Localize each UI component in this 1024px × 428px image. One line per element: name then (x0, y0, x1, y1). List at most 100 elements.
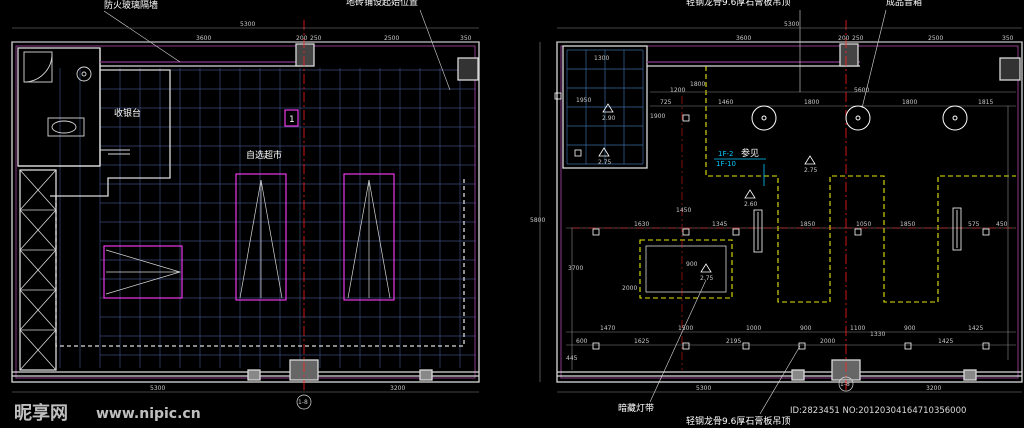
left-display-shelves (103, 109, 395, 301)
svg-text:1F-2: 1F-2 (718, 150, 733, 158)
svg-text:1450: 1450 (676, 207, 691, 214)
downlight-icon (854, 228, 862, 236)
cashier-label: 收银台 (114, 107, 141, 119)
supermarket-label: 自选超市 (246, 149, 282, 161)
ceiling2-label: 轻钢龙骨9.6厚石膏板吊顶 (686, 415, 790, 427)
svg-text:200: 200 (838, 35, 850, 42)
dim-top-5300: 5300 (240, 21, 255, 28)
svg-text:5300: 5300 (784, 21, 799, 28)
downlight-icon (554, 92, 562, 100)
watermark: 昵享网 www.nipic.cn ID:2823451 NO:201203041… (14, 402, 966, 424)
dim-top-350: 350 (460, 35, 472, 42)
tile-note-label: 地砖铺设起始位置 (346, 0, 418, 8)
level-275c: 2.75 (700, 275, 714, 282)
svg-text:参见: 参见 (741, 147, 759, 159)
svg-text:1500: 1500 (678, 325, 693, 332)
svg-text:3200: 3200 (926, 385, 941, 392)
svg-text:1345: 1345 (712, 221, 727, 228)
svg-text:445: 445 (566, 355, 578, 362)
left-top-dimensions: 5300 3600 200 250 2500 350 (12, 21, 479, 43)
svg-text:1425: 1425 (938, 338, 953, 345)
dim-bottom-3200: 3200 (390, 385, 405, 392)
ceiling-lights (751, 105, 968, 131)
svg-text:1200: 1200 (670, 87, 685, 94)
svg-text:1470: 1470 (600, 325, 615, 332)
svg-text:2500: 2500 (928, 35, 943, 42)
svg-text:725: 725 (660, 99, 672, 106)
downlight-icon (592, 228, 600, 236)
svg-text:1050: 1050 (856, 221, 871, 228)
light-trough-label: 暗藏灯带 (618, 402, 654, 414)
svg-text:1800: 1800 (804, 99, 819, 106)
left-section-mark: 1-8 (296, 394, 312, 410)
svg-text:250: 250 (852, 35, 864, 42)
left-shelf-lines (105, 179, 391, 299)
downlight-icon (798, 342, 806, 350)
svg-text:3700: 3700 (568, 265, 583, 272)
fire-glass-label: 防火玻璃隔墙 (104, 0, 158, 11)
svg-text:5300: 5300 (696, 385, 711, 392)
svg-text:1-8: 1-8 (298, 399, 308, 406)
downlight-icon (742, 342, 750, 350)
downlight-icon (982, 342, 990, 350)
sound-label: 成品音箱 (886, 0, 922, 8)
svg-text:1800: 1800 (690, 81, 705, 88)
level-275b: 2.75 (804, 167, 818, 174)
svg-text:900: 900 (904, 325, 916, 332)
svg-text:350: 350 (1002, 35, 1014, 42)
left-bottom-dimensions: 5300 3200 (12, 385, 479, 393)
svg-text:1100: 1100 (850, 325, 865, 332)
index-box-label: 1 (289, 115, 295, 125)
left-floor-plan: 防火玻璃隔墙 地砖铺设起始位置 收银台 自选超市 1 5300 3600 200… (11, 0, 480, 410)
watermark-id: ID:2823451 NO:20120304164710356000 (790, 406, 966, 416)
svg-text:5800: 5800 (530, 217, 545, 224)
svg-text:2000: 2000 (820, 338, 835, 345)
downlight-icon (682, 228, 690, 236)
downlight-icon (732, 228, 740, 236)
level-260: 2.60 (744, 201, 758, 208)
downlight-icon (904, 342, 912, 350)
dim-top-250: 250 (310, 35, 322, 42)
left-walls (11, 41, 480, 383)
svg-text:1625: 1625 (634, 338, 649, 345)
svg-text:1630: 1630 (634, 221, 649, 228)
svg-text:1460: 1460 (718, 99, 733, 106)
svg-text:2000: 2000 (622, 285, 637, 292)
reference-callout: 1F-2 1F-10 参见 (714, 147, 766, 186)
svg-text:600: 600 (576, 338, 588, 345)
svg-text:1000: 1000 (746, 325, 761, 332)
right-section-mark: 1-8 (838, 376, 854, 392)
watermark-brand: 昵享网 (14, 402, 68, 424)
svg-text:1800: 1800 (902, 99, 917, 106)
svg-text:1850: 1850 (900, 221, 915, 228)
svg-text:1850: 1850 (800, 221, 815, 228)
downlights (554, 92, 990, 350)
svg-text:1425: 1425 (968, 325, 983, 332)
right-ceiling-plan: 2.90 2.75 2.75 2.60 2.75 1F-2 1F-10 参见 轻… (530, 0, 1023, 427)
grille-lights (753, 207, 962, 253)
left-stair-hatch (19, 169, 57, 371)
level-markers (598, 103, 816, 273)
svg-text:1900: 1900 (650, 113, 665, 120)
feature-box (639, 239, 733, 299)
svg-text:1815: 1815 (978, 99, 993, 106)
toilet-fixtures (23, 51, 130, 155)
level-290: 2.90 (602, 115, 616, 122)
right-walls (556, 41, 1023, 383)
svg-text:575: 575 (968, 221, 980, 228)
soffit-outline (705, 66, 1016, 303)
svg-text:1300: 1300 (594, 55, 609, 62)
downlight-icon (682, 114, 690, 122)
watermark-url: www.nipic.cn (96, 406, 201, 422)
dim-bottom-5300: 5300 (150, 385, 165, 392)
svg-text:1950: 1950 (576, 97, 591, 104)
right-toilet-grid (566, 49, 644, 165)
dim-top-200: 200 (296, 35, 308, 42)
ceiling-label: 轻钢龙骨9.6厚石膏板吊顶 (686, 0, 790, 8)
downlight-icon (682, 342, 690, 350)
svg-text:900: 900 (800, 325, 812, 332)
dim-top-3600: 3600 (196, 35, 211, 42)
dim-top-2500: 2500 (384, 35, 399, 42)
svg-text:5600: 5600 (854, 87, 869, 94)
